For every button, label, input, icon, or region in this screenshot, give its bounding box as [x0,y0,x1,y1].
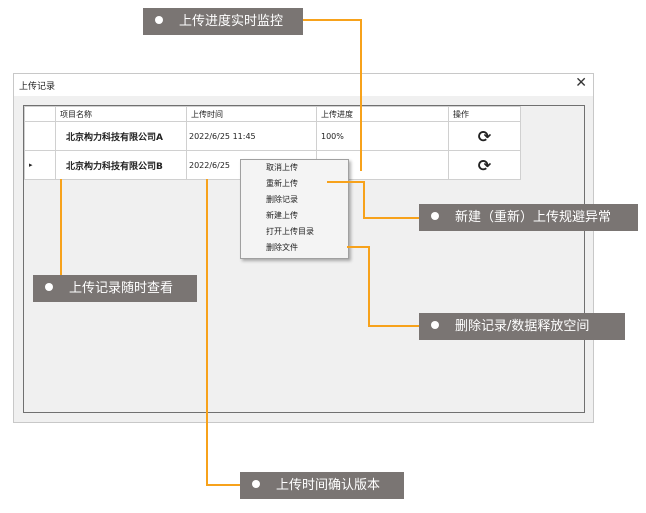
menu-item-reupload[interactable]: 重新上传 [266,179,298,188]
callout-records: 上传记录随时查看 [33,275,197,302]
table-row[interactable]: 北京构力科技有限公司A 2022/6/25 11:45 100% ⟳ [24,121,521,151]
upload-records-window: 上传记录 ✕ 项目名称 上传时间 上传进度 操作 北京构力科技有限公司A 202… [13,73,594,423]
title-bar: 上传记录 ✕ [14,74,593,96]
column-header-action[interactable]: 操作 [448,106,521,122]
row-selector[interactable]: ▸ [24,150,56,180]
connector-line [360,19,362,171]
bullet-icon [431,321,439,329]
connector-line [206,179,208,486]
menu-item-cancel-upload[interactable]: 取消上传 [266,163,298,172]
close-icon[interactable]: ✕ [575,75,587,91]
context-menu: 取消上传 重新上传 删除记录 新建上传 打开上传目录 删除文件 [240,159,349,259]
connector-line [347,246,370,248]
header-row: 项目名称 上传时间 上传进度 操作 [24,106,521,122]
menu-item-open-upload-dir[interactable]: 打开上传目录 [266,227,314,236]
progress-cell[interactable]: 100% [316,121,449,151]
refresh-icon[interactable]: ⟳ [448,150,521,180]
project-name-cell[interactable]: 北京构力科技有限公司B [55,150,187,180]
callout-progress: 上传进度实时监控 [143,8,303,35]
connector-line [206,484,240,486]
project-name-cell[interactable]: 北京构力科技有限公司A [55,121,187,151]
connector-line [368,325,419,327]
row-header-corner [24,106,56,122]
menu-item-delete-record[interactable]: 删除记录 [266,195,298,204]
menu-item-new-upload[interactable]: 新建上传 [266,211,298,220]
column-header-progress[interactable]: 上传进度 [316,106,449,122]
column-header-name[interactable]: 项目名称 [55,106,187,122]
callout-time: 上传时间确认版本 [240,472,404,499]
connector-line [368,246,370,327]
column-header-time[interactable]: 上传时间 [186,106,317,122]
refresh-icon[interactable]: ⟳ [448,121,521,151]
connector-line [363,181,365,219]
callout-reupload: 新建（重新）上传规避异常 [419,204,638,231]
connector-line [327,181,364,183]
connector-line [363,217,419,219]
records-grid: 项目名称 上传时间 上传进度 操作 北京构力科技有限公司A 2022/6/25 … [23,105,585,413]
bullet-icon [252,480,260,488]
connector-line [60,179,62,275]
bullet-icon [155,16,163,24]
window-title: 上传记录 [19,82,56,92]
row-selector[interactable] [24,121,56,151]
bullet-icon [431,212,439,220]
connector-line [303,19,361,21]
callout-delete: 删除记录/数据释放空间 [419,313,625,340]
upload-time-cell[interactable]: 2022/6/25 11:45 [186,121,317,151]
menu-item-delete-file[interactable]: 删除文件 [266,243,298,252]
bullet-icon [45,283,53,291]
